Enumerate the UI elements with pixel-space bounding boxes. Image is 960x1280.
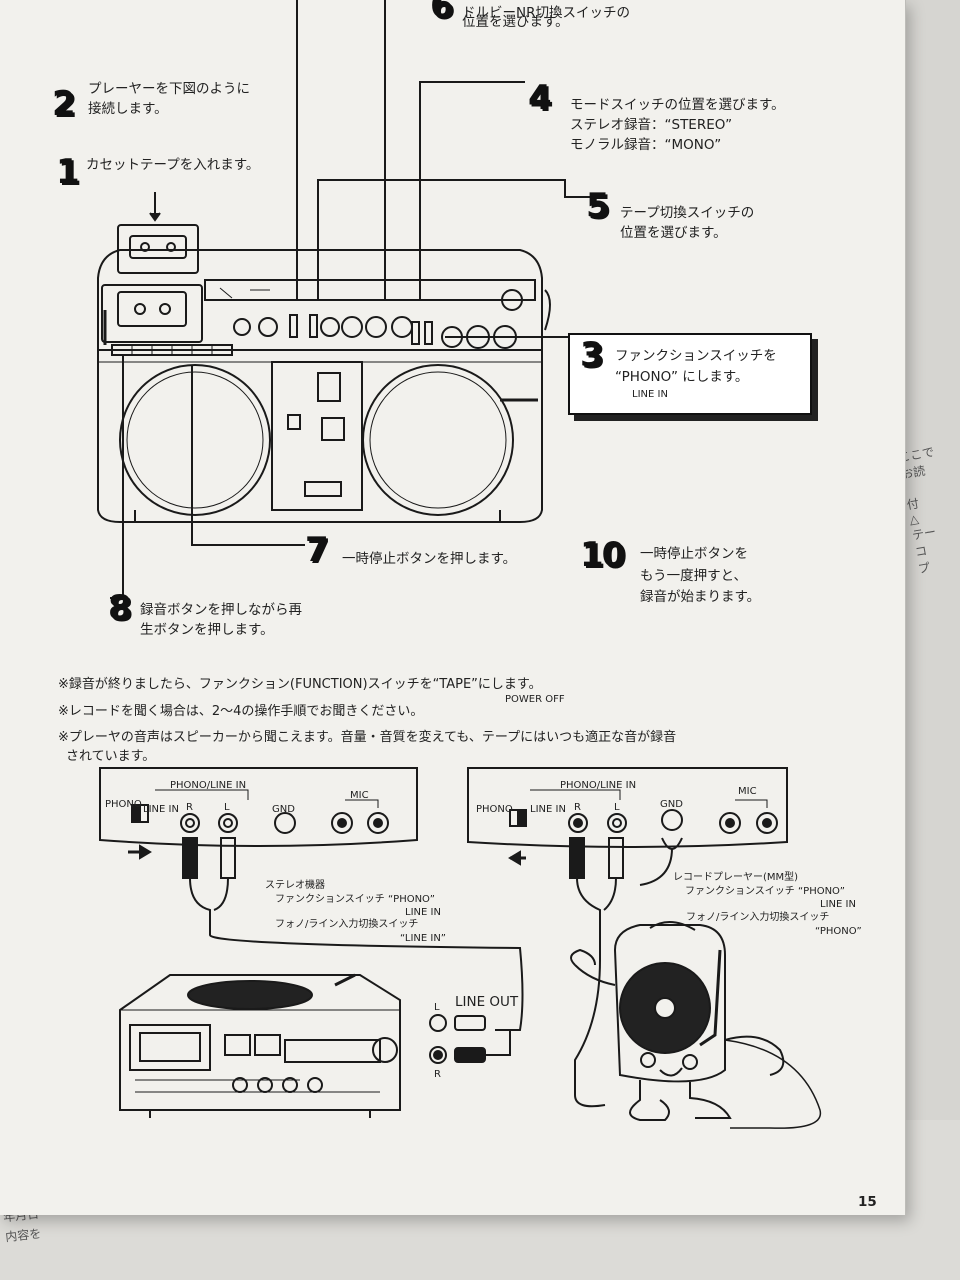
step-3-callout-box	[568, 333, 812, 415]
right-r-label: R	[574, 802, 581, 813]
step-5-text-2: 位置を選びます。	[620, 225, 727, 241]
right-caption-function: ファンクションスイッチ “PHONO”	[685, 886, 845, 897]
note-record-listen: ※レコードを聞く場合は、2～4の操作手順でお聞きください。	[58, 704, 424, 719]
step-2-text-2: 接続します。	[88, 101, 168, 117]
step-4-number: 4	[528, 78, 552, 118]
step-10-text-3: 録音が始まります。	[640, 589, 761, 605]
right-mic-label: MIC	[738, 786, 757, 797]
left-gnd-label: GND	[272, 804, 295, 815]
left-caption-device: ステレオ機器	[265, 880, 325, 891]
note-speaker-sound: ※プレーヤの音声はスピーカーから聞こえます。音量・音質を変えても、テープにはいつ…	[58, 730, 677, 745]
right-caption-device: レコードプレーヤー(MM型)	[673, 872, 799, 883]
left-phono-line-in-label: PHONO/LINE IN	[170, 780, 247, 791]
right-phono-line-in-label: PHONO/LINE IN	[560, 780, 637, 791]
right-l-label: L	[614, 802, 620, 813]
step-1-text: カセットテープを入れます。	[86, 157, 260, 173]
step-6-text-1: ドルビーNR切換スイッチの	[462, 5, 630, 21]
step-3-number: 3	[580, 335, 604, 375]
left-line-in-label: LINE IN	[143, 804, 179, 815]
line-out-r-label: R	[434, 1069, 441, 1080]
step-8-text-1: 録音ボタンを押しながら再	[140, 602, 302, 618]
right-caption-selector: フォノ/ライン入力切換スイッチ	[686, 912, 830, 923]
note-function-tape: ※録音が終りましたら、ファンクション(FUNCTION)スイッチを“TAPE”に…	[58, 677, 542, 692]
step-10-number: 10	[580, 535, 625, 575]
step-1-number: 1	[56, 152, 80, 192]
step-4-text-1: モードスイッチの位置を選びます。	[570, 97, 785, 113]
left-r-label: R	[186, 802, 193, 813]
step-3-text-1: ファンクションスイッチを	[615, 348, 777, 364]
step-3-text-2: “PHONO” にします。	[615, 369, 749, 385]
step-4-text-2: ステレオ録音：“STEREO”	[570, 117, 733, 133]
right-phono-label: PHONO	[476, 804, 513, 815]
step-8-text-2: 生ボタンを押します。	[140, 622, 274, 638]
right-gnd-label: GND	[660, 799, 683, 810]
left-caption-function: ファンクションスイッチ “PHONO”	[275, 894, 435, 905]
note-power-off: POWER OFF	[505, 694, 565, 705]
page-number: 15	[858, 1194, 877, 1210]
step-4-text-3: モノラル録音：“MONO”	[570, 137, 722, 153]
left-caption-function-sub: LINE IN	[405, 907, 441, 918]
left-l-label: L	[224, 802, 230, 813]
step-10-text-2: もう一度押すと、	[640, 568, 748, 584]
step-7-text: 一時停止ボタンを押します。	[342, 551, 517, 567]
right-line-in-label: LINE IN	[530, 804, 566, 815]
right-caption-selector-value: “PHONO”	[815, 926, 862, 937]
step-10-text-1: 一時停止ボタンを	[640, 546, 748, 562]
right-caption-function-sub: LINE IN	[820, 899, 856, 910]
left-caption-selector-value: “LINE IN”	[400, 933, 446, 944]
note-speaker-sound-cont: されています。	[66, 749, 156, 764]
step-2-text-1: プレーヤーを下図のように	[88, 81, 250, 97]
step-2-number: 2	[52, 84, 76, 124]
left-phono-label: PHONO	[105, 799, 142, 810]
step-5-number: 5	[586, 186, 610, 226]
line-out-l-label: L	[434, 1002, 440, 1013]
step-7-number: 7	[305, 530, 329, 570]
manual-page: 6 ドルビーNR切換スイッチの 位置を選びます。 2 プレーヤーを下図のように …	[0, 0, 906, 1215]
step-8-number: 8	[108, 588, 132, 628]
step-5-text-1: テープ切換スイッチの	[620, 205, 755, 221]
step-6-number: 6	[430, 0, 454, 26]
left-mic-label: MIC	[350, 790, 369, 801]
boombox-connection-illustration	[97, 0, 822, 1129]
step-3-subtext: LINE IN	[632, 389, 668, 400]
step-6-text-2: 位置を選びます。	[462, 14, 569, 30]
left-caption-selector: フォノ/ライン入力切換スイッチ	[275, 919, 419, 930]
line-out-label: LINE OUT	[455, 994, 519, 1010]
